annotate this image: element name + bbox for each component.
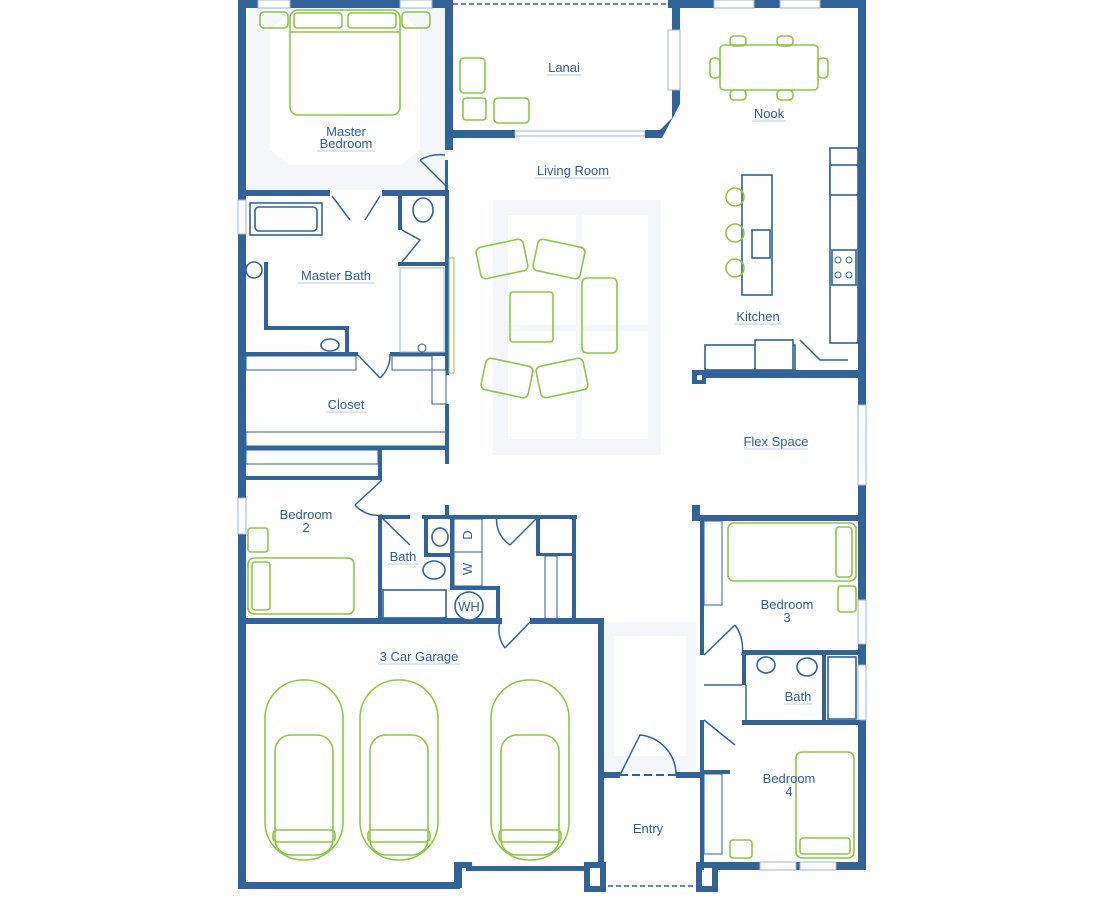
bedroom4-label-2: 4 xyxy=(785,784,792,799)
walls xyxy=(237,0,867,892)
bedroom3-label-1: Bedroom xyxy=(761,597,814,612)
bedroom4-label-1: Bedroom xyxy=(763,771,816,786)
nook-label: Nook xyxy=(754,106,785,121)
kitchen-label: Kitchen xyxy=(736,309,779,324)
water-heater xyxy=(454,591,484,621)
doors xyxy=(331,153,848,776)
bath1-label: Bath xyxy=(390,549,417,564)
dryer-label: D xyxy=(460,530,475,539)
furniture xyxy=(245,9,859,861)
living-room-label: Living Room xyxy=(537,163,609,178)
master-bedroom-label-1: Master xyxy=(326,124,366,139)
bath2-label: Bath xyxy=(785,689,812,704)
master-bedroom-label-2: Bedroom xyxy=(320,136,373,151)
bedroom3-label-2: 3 xyxy=(783,610,790,625)
washer-label: W xyxy=(460,562,475,575)
bedroom2-label-2: 2 xyxy=(302,520,309,535)
cars xyxy=(264,679,570,861)
room-labels: Master Bedroom Lanai Nook Living Room Ma… xyxy=(280,60,816,836)
water-heater-label: WH xyxy=(458,599,480,614)
closet-label: Closet xyxy=(328,397,365,412)
master-bath-label: Master Bath xyxy=(301,268,371,283)
master-bedroom-tray xyxy=(270,12,420,165)
garage-label: 3 Car Garage xyxy=(380,649,459,664)
flex-space-label: Flex Space xyxy=(743,434,808,449)
lanai-label: Lanai xyxy=(548,60,580,75)
entry-label: Entry xyxy=(633,821,664,836)
bedroom2-label-1: Bedroom xyxy=(280,507,333,522)
